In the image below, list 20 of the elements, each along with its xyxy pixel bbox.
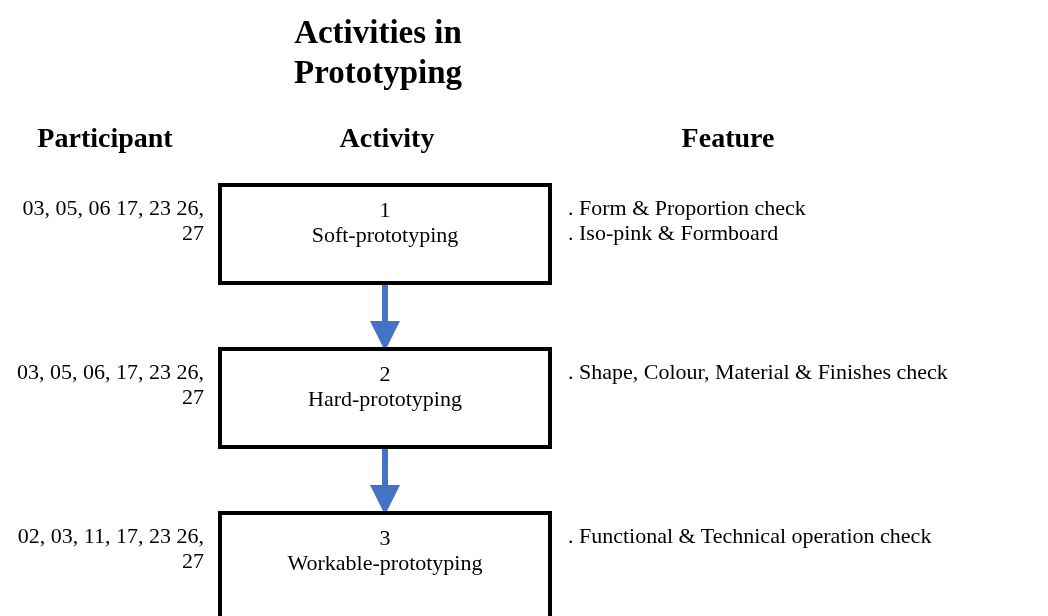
participant-list: 03, 05, 06 17, 23 26, 27	[6, 195, 204, 245]
feature-note: . Iso-pink & Formboard	[568, 220, 779, 245]
column-header: Participant	[36, 122, 174, 154]
step-number: 2	[378, 361, 392, 386]
feature-note: . Shape, Colour, Material & Finishes check	[568, 359, 948, 384]
participant-list: 03, 05, 06, 17, 23 26, 27	[6, 359, 204, 409]
step-number: 1	[378, 197, 392, 222]
activity-box	[218, 183, 552, 285]
activity-box	[218, 347, 552, 449]
participant-list: 02, 03, 11, 17, 23 26, 27	[6, 523, 204, 573]
activity-name: Workable-prototyping	[286, 550, 484, 575]
column-header: Feature	[680, 122, 776, 154]
step-number: 3	[378, 525, 392, 550]
feature-note: . Functional & Technical operation check	[568, 523, 932, 548]
column-header: Activity	[338, 122, 436, 154]
feature-note: . Form & Proportion check	[568, 195, 806, 220]
activity-box	[218, 511, 552, 616]
activity-name: Hard-prototyping	[307, 386, 463, 411]
diagram-title: Activities in Prototyping	[292, 13, 464, 92]
activity-name: Soft-prototyping	[310, 222, 460, 247]
